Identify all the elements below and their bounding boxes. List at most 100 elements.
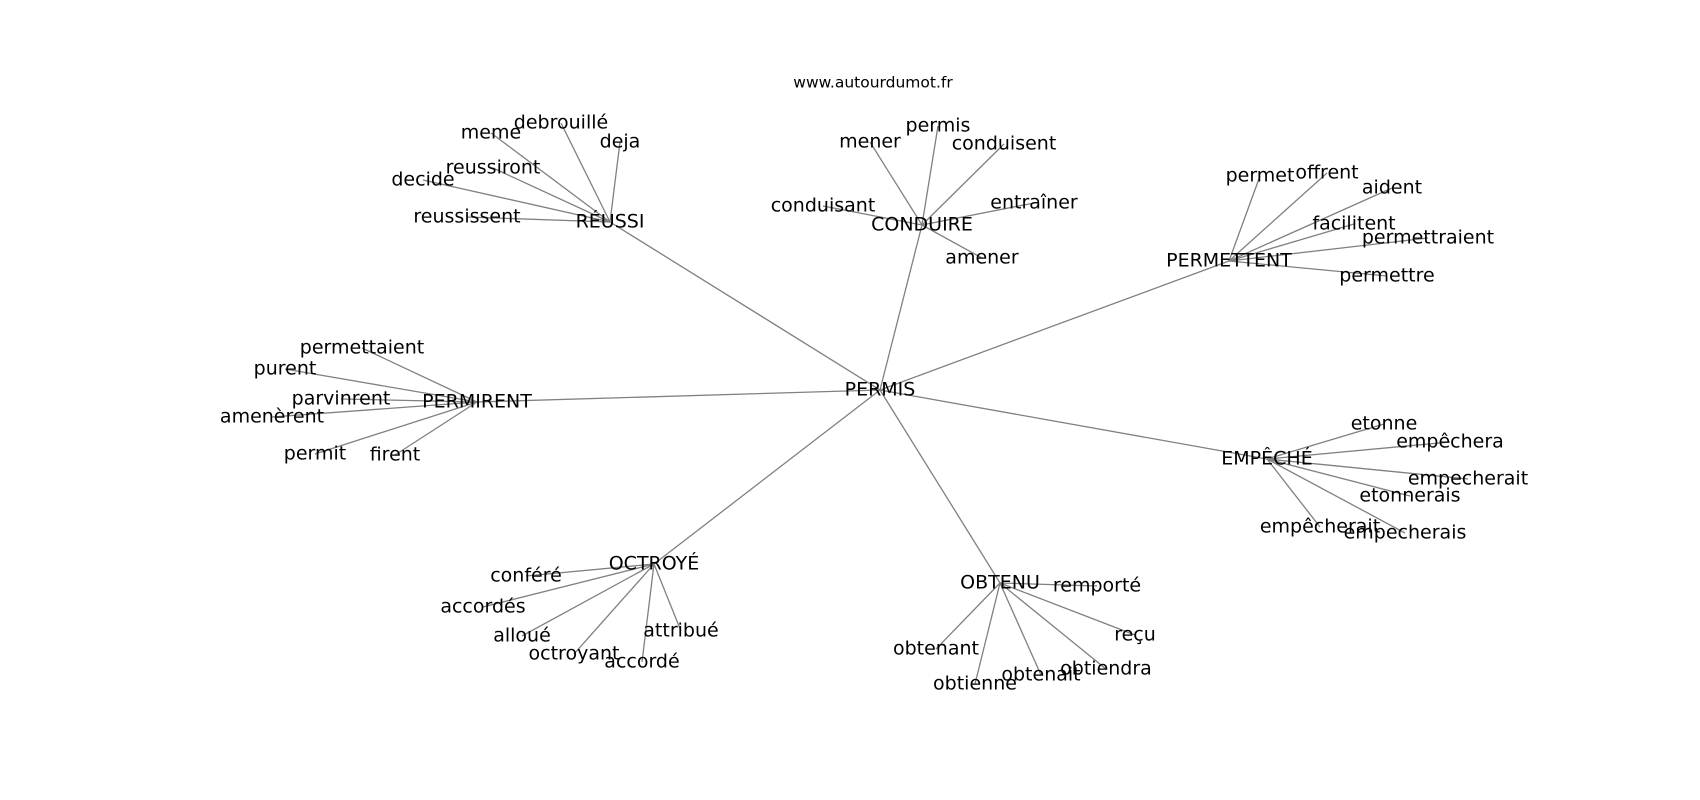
edge-hub-leaf bbox=[573, 563, 655, 655]
edge-hub-leaf bbox=[921, 224, 983, 259]
leaf-node: attribué bbox=[643, 620, 718, 642]
edge-hub-leaf bbox=[490, 132, 611, 223]
edge-hub-leaf bbox=[1266, 458, 1406, 534]
edge-hub-leaf bbox=[482, 563, 655, 608]
leaf-node: conduisent bbox=[952, 133, 1057, 155]
edge-hub-leaf bbox=[921, 143, 1005, 226]
leaf-node: purent bbox=[254, 358, 317, 380]
leaf-node: facilitent bbox=[1312, 213, 1395, 235]
hub-node: EMPÊCHÉ bbox=[1221, 447, 1312, 470]
leaf-node: offrent bbox=[1295, 162, 1358, 184]
hub-node: OBTENU bbox=[960, 572, 1040, 594]
leaf-node: accordé bbox=[604, 651, 679, 673]
edge-hub-leaf bbox=[609, 141, 621, 223]
leaf-node: accordés bbox=[440, 596, 525, 618]
edge-hub-leaf bbox=[935, 582, 1001, 650]
leaf-node: debrouillé bbox=[514, 112, 608, 134]
leaf-node: etonnerais bbox=[1359, 485, 1460, 507]
leaf-node: conduisant bbox=[771, 195, 876, 217]
edge-hub-leaf bbox=[999, 582, 1107, 670]
edge-hub-leaf bbox=[1266, 458, 1469, 480]
edge-hub-leaf bbox=[422, 179, 611, 223]
hub-node: OCTROYÉ bbox=[609, 552, 700, 575]
edge-hub-leaf bbox=[394, 401, 478, 456]
leaf-node: amener bbox=[945, 247, 1019, 269]
edge-hub-leaf bbox=[974, 582, 1001, 685]
edge-hub-leaf bbox=[921, 202, 1035, 226]
leaf-node: parvinrent bbox=[292, 388, 391, 410]
leaf-node: obtienne bbox=[933, 673, 1017, 695]
hub-node: RÉUSSI bbox=[576, 210, 645, 233]
edge-hub-leaf bbox=[284, 368, 478, 403]
hub-node: CONDUIRE bbox=[871, 214, 973, 236]
edge-center-hub bbox=[653, 389, 881, 565]
edge-hub-leaf bbox=[1228, 223, 1355, 262]
leaf-node: octroyant bbox=[529, 643, 620, 665]
leaf-node: permet bbox=[1226, 165, 1295, 187]
hub-node: PERMETTENT bbox=[1166, 250, 1292, 272]
edge-hub-leaf bbox=[1266, 458, 1321, 528]
leaf-node: empêchera bbox=[1396, 431, 1504, 453]
center-node: PERMIS bbox=[845, 379, 916, 401]
leaf-node: permit bbox=[284, 443, 346, 465]
edge-hub-leaf bbox=[1228, 237, 1429, 262]
edge-hub-leaf bbox=[1228, 172, 1328, 262]
leaf-node: permettraient bbox=[1362, 227, 1494, 249]
edge-center-hub bbox=[879, 260, 1230, 391]
edge-hub-leaf bbox=[314, 401, 478, 455]
leaf-node: aident bbox=[1362, 177, 1422, 199]
leaf-node: permis bbox=[906, 115, 971, 137]
leaf-node: conféré bbox=[490, 565, 562, 587]
leaf-node: entraîner bbox=[990, 192, 1078, 214]
edge-hub-leaf bbox=[492, 167, 611, 223]
source-label: www.autourdumot.fr bbox=[793, 74, 953, 92]
leaf-node: permettre bbox=[1339, 265, 1434, 287]
leaf-node: mener bbox=[839, 131, 901, 153]
edge-hub-leaf bbox=[1228, 187, 1393, 262]
edge-hub-leaf bbox=[466, 216, 611, 223]
edge-center-hub bbox=[879, 389, 1268, 460]
leaf-node: empecherais bbox=[1344, 522, 1467, 544]
leaf-node: empecherait bbox=[1408, 468, 1528, 490]
edge-hub-leaf bbox=[560, 122, 611, 223]
edge-hub-leaf bbox=[822, 205, 923, 226]
leaf-node: decide bbox=[391, 169, 454, 191]
leaf-node: remporté bbox=[1053, 575, 1141, 597]
edge-hub-leaf bbox=[999, 582, 1098, 587]
leaf-node: amenèrent bbox=[220, 406, 324, 428]
leaf-node: firent bbox=[370, 444, 421, 466]
edge-layer bbox=[271, 122, 1469, 685]
edge-hub-leaf bbox=[521, 563, 655, 637]
leaf-node: meme bbox=[461, 122, 521, 144]
leaf-node: reçu bbox=[1114, 624, 1156, 646]
leaf-node: permettaient bbox=[300, 337, 424, 359]
hub-node: PERMIRENT bbox=[422, 391, 532, 413]
edge-hub-leaf bbox=[1266, 458, 1411, 497]
leaf-node: obtiendra bbox=[1060, 658, 1152, 680]
edge-center-hub bbox=[879, 389, 1001, 584]
edge-hub-leaf bbox=[869, 141, 923, 226]
edge-hub-leaf bbox=[1228, 175, 1261, 262]
edge-hub-leaf bbox=[271, 401, 478, 418]
edge-hub-leaf bbox=[641, 563, 655, 663]
leaf-node: obtenait bbox=[1001, 664, 1080, 686]
edge-center-hub bbox=[476, 389, 881, 403]
leaf-node: empêcherait bbox=[1260, 516, 1380, 538]
leaf-node: deja bbox=[600, 131, 641, 153]
leaf-node: alloué bbox=[493, 625, 551, 647]
edge-hub-leaf bbox=[999, 582, 1042, 676]
leaf-node: obtenant bbox=[893, 638, 979, 660]
edge-hub-leaf bbox=[921, 125, 939, 226]
edge-hub-leaf bbox=[361, 347, 478, 403]
leaf-node: etonne bbox=[1351, 413, 1418, 435]
edge-hub-leaf bbox=[525, 563, 655, 577]
leaf-node: reussiront bbox=[446, 157, 541, 179]
edge-hub-leaf bbox=[1266, 423, 1385, 460]
edge-hub-leaf bbox=[653, 563, 682, 632]
edge-center-hub bbox=[879, 224, 923, 391]
leaf-node: reussissent bbox=[413, 206, 520, 228]
edge-hub-leaf bbox=[340, 398, 478, 403]
